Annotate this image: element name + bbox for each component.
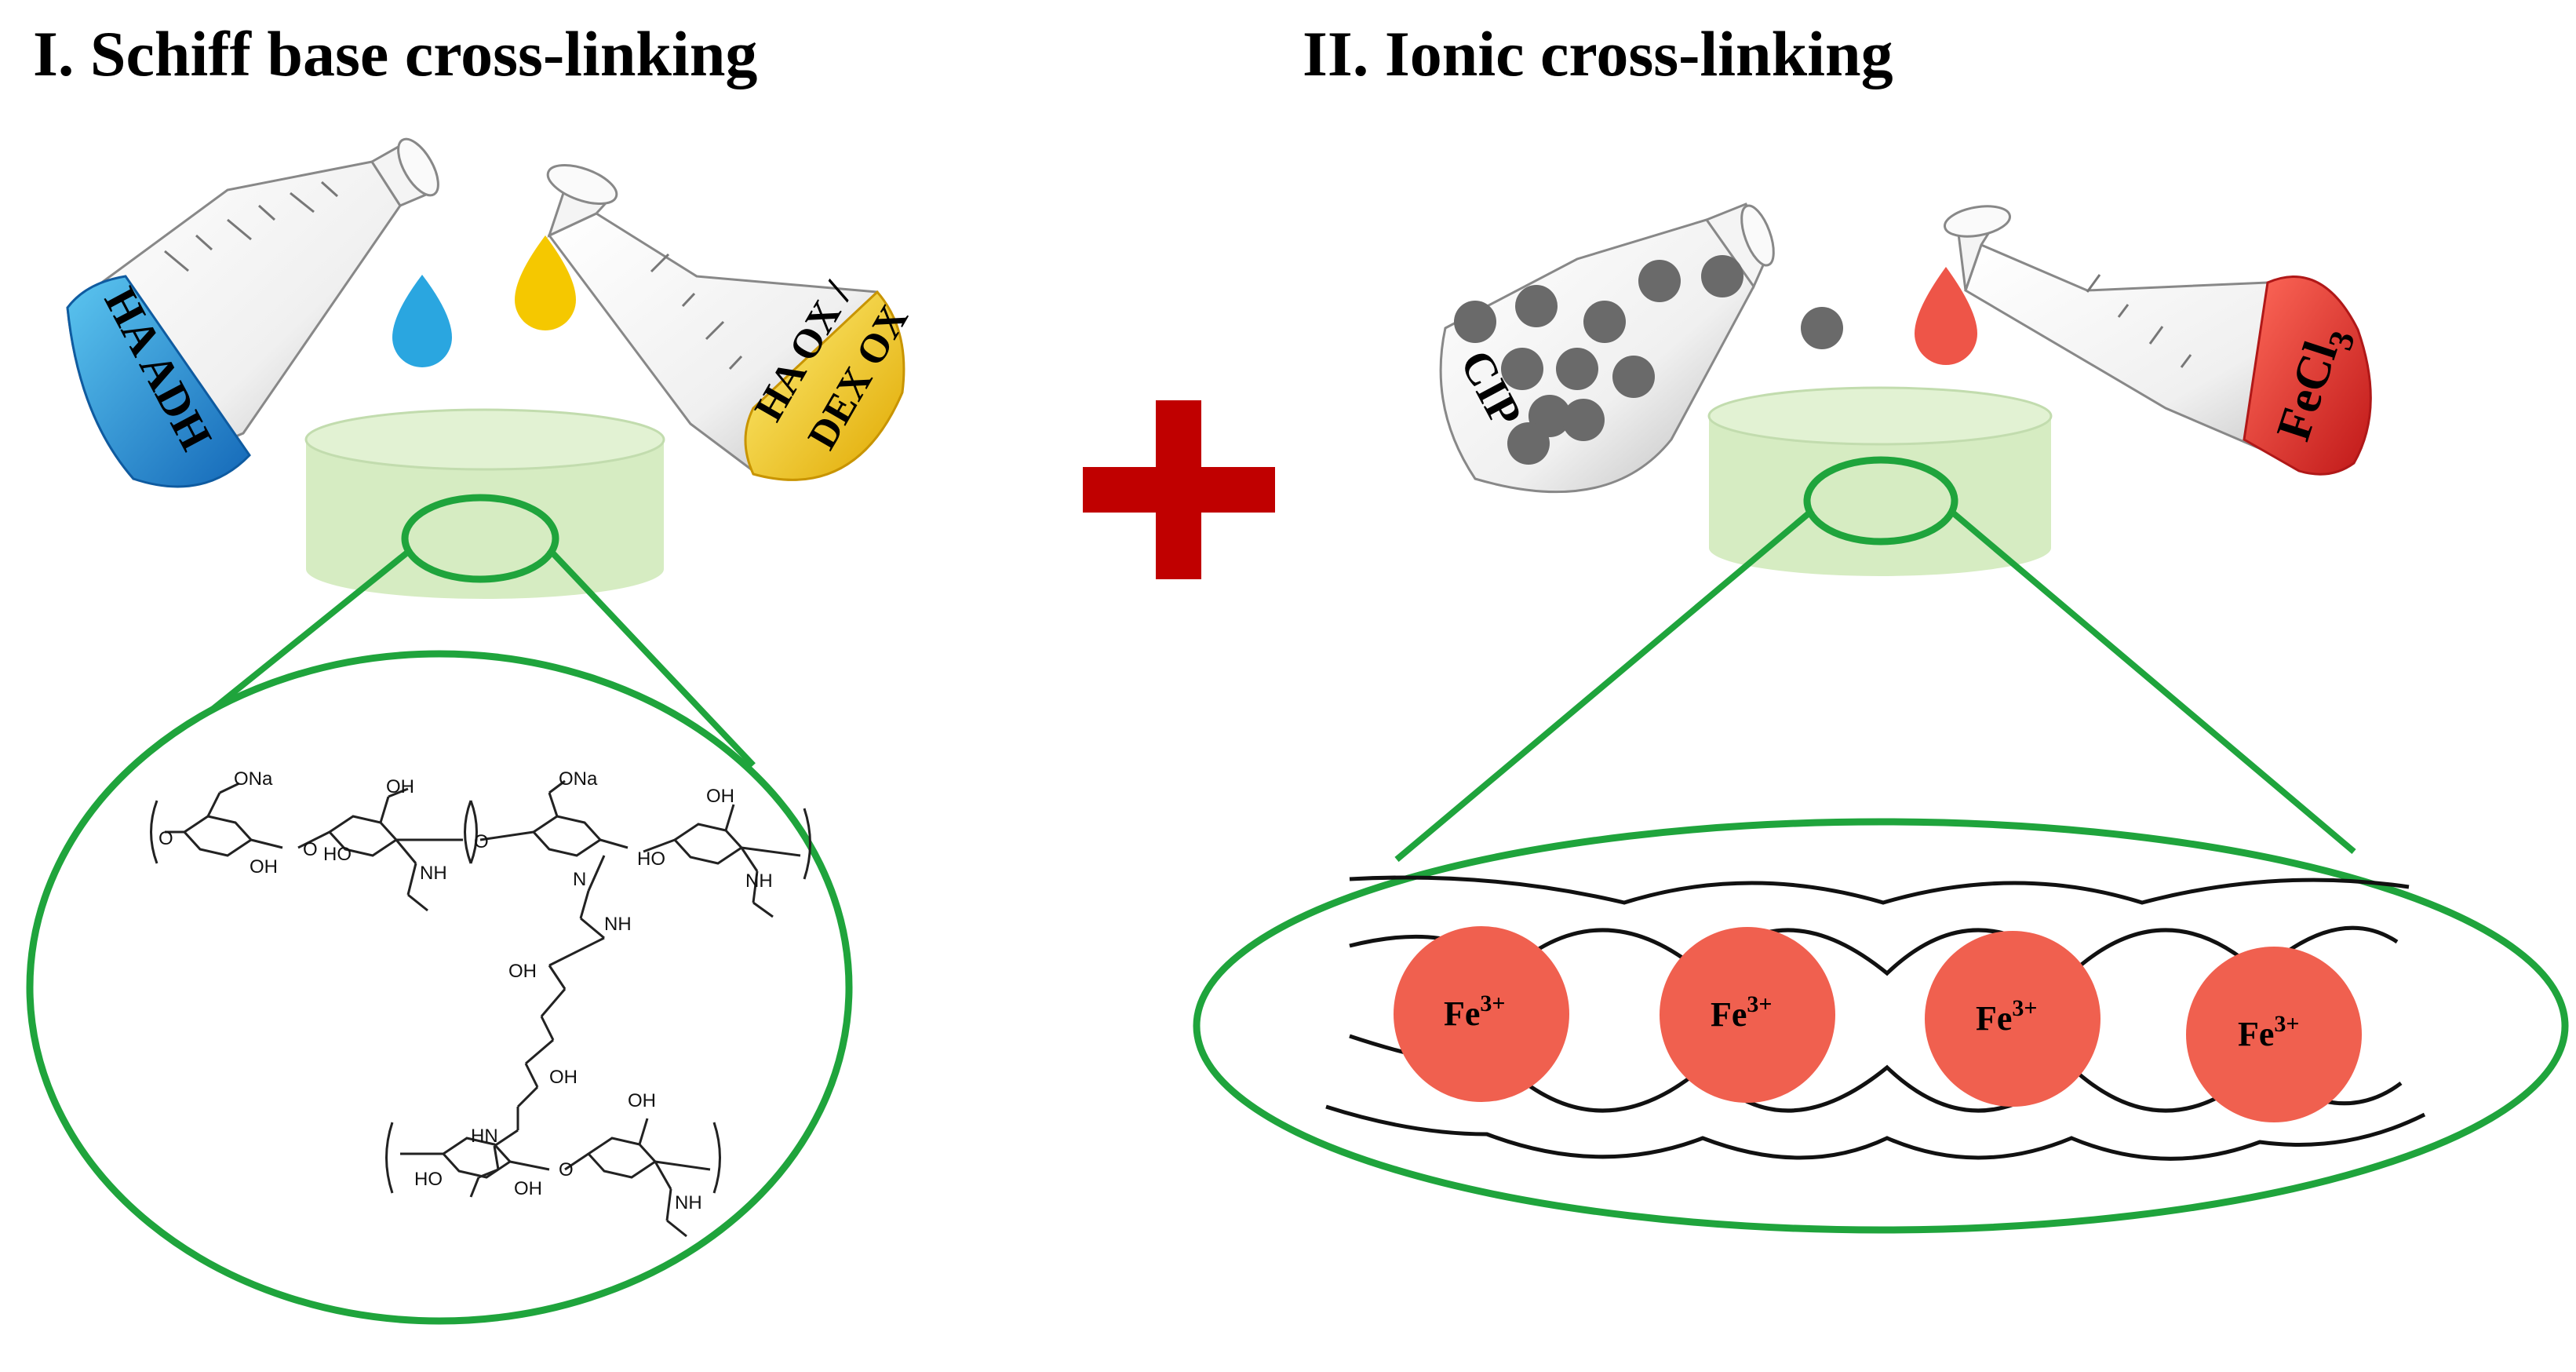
fe-ion: [1660, 927, 1835, 1103]
svg-text:N: N: [573, 869, 586, 890]
plus-sign: [1083, 400, 1275, 579]
fe-ion: [1394, 926, 1569, 1102]
svg-text:ONa: ONa: [559, 768, 598, 790]
svg-text:NH: NH: [675, 1192, 702, 1213]
svg-text:OH: OH: [628, 1090, 656, 1111]
svg-text:OH: OH: [514, 1178, 542, 1199]
svg-text:NH: NH: [745, 870, 773, 892]
svg-text:O: O: [303, 839, 318, 860]
svg-text:HO: HO: [323, 844, 352, 865]
svg-text:O: O: [474, 831, 489, 852]
svg-text:O: O: [559, 1159, 574, 1180]
fe-ion-label: Fe3+: [1444, 991, 1506, 1033]
zoom-line-right-b: [1947, 507, 2356, 855]
svg-text:HO: HO: [637, 848, 665, 870]
fe3-ions: Fe3+ Fe3+ Fe3+ Fe3+: [1394, 926, 2362, 1122]
zoom-ellipse-right: [1193, 818, 2569, 1234]
svg-text:OH: OH: [549, 1067, 578, 1088]
title-ionic: II. Ionic cross-linking: [1303, 18, 1893, 89]
svg-text:NH: NH: [420, 863, 447, 884]
svg-text:O: O: [158, 828, 173, 849]
flask-fecl3: FeCl3: [1944, 205, 2372, 476]
svg-text:OH: OH: [706, 786, 734, 807]
drop-yellow: [515, 235, 576, 330]
title-schiff-base: I. Schiff base cross-linking: [33, 18, 758, 89]
chemical-structure: [150, 779, 811, 1238]
drop-blue: [392, 275, 452, 367]
gel-cylinder-left: [304, 408, 665, 599]
svg-text:ONa: ONa: [234, 768, 273, 790]
zoom-origin-left: [401, 494, 559, 583]
fe-ion: [2186, 947, 2362, 1122]
falling-particle: [1801, 307, 1843, 349]
zoom-line-left-b: [547, 547, 756, 768]
svg-text:OH: OH: [386, 776, 414, 797]
fe-ion: [1925, 931, 2101, 1107]
fe-ion-label: Fe3+: [1976, 995, 2038, 1038]
svg-text:HO: HO: [414, 1169, 443, 1190]
zoom-origin-right: [1803, 456, 1958, 546]
zoom-ellipse-left: [26, 650, 853, 1325]
svg-text:OH: OH: [508, 961, 537, 982]
gel-cylinder-right: [1707, 386, 2053, 576]
flask-ha-ox-dex-ox: HA OX / DEX OX: [546, 163, 917, 481]
chemical-labels: ONa ONa OH OH OH HO HO HO OH OH O O O O …: [158, 768, 773, 1213]
zoom-line-right-a: [1394, 507, 1815, 863]
drop-red: [1915, 267, 1977, 365]
fe-ion-label: Fe3+: [2238, 1011, 2300, 1053]
flask-ha-adh: HA ADH: [66, 137, 439, 488]
svg-text:OH: OH: [250, 856, 278, 878]
svg-text:NH: NH: [604, 914, 632, 935]
cip-particles: [1454, 255, 1743, 465]
flask-cip: CIP: [1439, 203, 1775, 494]
fe-ion-label: Fe3+: [1711, 991, 1773, 1034]
svg-text:HN: HN: [471, 1126, 498, 1147]
